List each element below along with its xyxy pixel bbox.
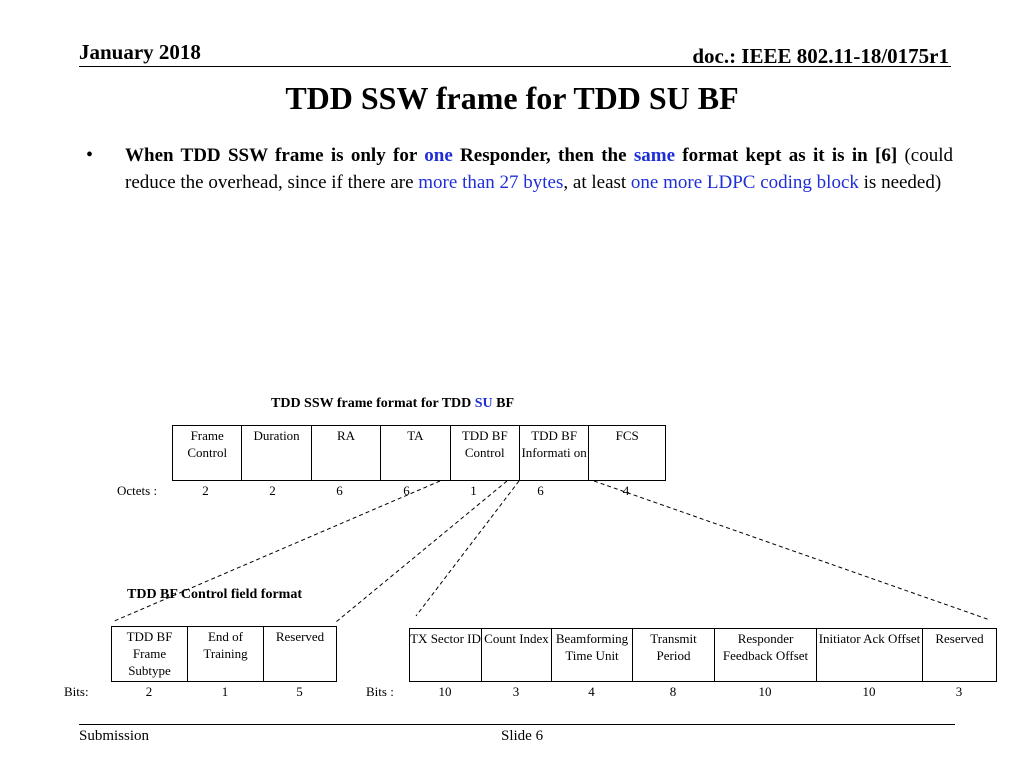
bullet-seg: (could reduce the overhead, since if the… xyxy=(125,145,954,193)
slide-title: TDD SSW frame for TDD SU BF xyxy=(285,80,739,116)
bullet-seg: Responder, then the xyxy=(452,145,634,166)
bullet-seg: , at least xyxy=(563,172,631,193)
bits-value: 10 xyxy=(438,684,452,699)
control-field-cell: Reserved xyxy=(263,626,337,682)
info-format-table: TX Sector ID Count Index Beamforming Tim… xyxy=(409,628,997,682)
header-date: January 2018 xyxy=(79,40,201,64)
info-field-cell: TX Sector ID xyxy=(409,628,482,682)
footer-submission: Submission xyxy=(79,728,150,744)
octets-label: Octets : xyxy=(117,483,158,498)
frame-field-cell: TA xyxy=(380,425,451,481)
bullet-seg-highlight: one more LDPC coding block xyxy=(630,172,859,193)
bits-value: 1 xyxy=(221,684,229,699)
connector-line xyxy=(335,480,508,623)
control-format-caption: TDD BF Control field format xyxy=(127,587,302,602)
connector-line xyxy=(593,480,991,621)
frame-field-cell: Duration xyxy=(241,425,312,481)
octets-value: 2 xyxy=(269,483,276,498)
octets-value: 6 xyxy=(336,483,343,498)
connector-line xyxy=(111,480,441,623)
frame-field-cell: Frame Control xyxy=(171,425,243,481)
info-field-cell: Beamforming Time Unit xyxy=(551,628,633,682)
bits-value: 3 xyxy=(955,684,963,699)
octets-value: 6 xyxy=(537,483,544,498)
bits-label: Bits: xyxy=(64,684,89,699)
caption-part: BF xyxy=(492,396,515,411)
frame-field-cell: TDD BF Control xyxy=(449,425,520,481)
bullet-marker: • xyxy=(86,144,94,166)
header-rule xyxy=(79,66,951,67)
caption-part-highlight: SU xyxy=(474,396,493,411)
info-field-cell: Transmit Period xyxy=(632,628,715,682)
control-field-cell: TDD BF Frame Subtype xyxy=(111,626,188,682)
octets-value: 4 xyxy=(622,483,630,498)
bits-value: 2 xyxy=(145,684,153,699)
frame-format-caption: TDD SSW frame format for TDD SU BF xyxy=(271,396,514,412)
bullet-seg: When TDD SSW frame is only for xyxy=(125,145,425,166)
bullet-seg-highlight: more than 27 bytes xyxy=(418,172,564,193)
control-format-table: TDD BF Frame Subtype End of Training Res… xyxy=(111,626,337,682)
bits-value: 5 xyxy=(296,684,303,699)
connector-line xyxy=(415,480,520,617)
info-field-cell: Initiator Ack Offset xyxy=(816,628,923,682)
bits-label: Bits : xyxy=(366,684,394,699)
octets-value: 2 xyxy=(202,483,209,498)
bits-value: 10 xyxy=(758,684,772,699)
bits-value: 8 xyxy=(669,684,677,699)
octets-value: 1 xyxy=(470,483,477,498)
info-field-cell: Reserved xyxy=(922,628,997,682)
bullet-seg-highlight: same xyxy=(633,145,675,166)
footer-rule xyxy=(79,724,955,725)
bits-value: 10 xyxy=(862,684,876,699)
info-field-cell: Responder Feedback Offset xyxy=(714,628,817,682)
footer-slide-number: Slide 6 xyxy=(501,728,544,744)
bullet-seg: is needed) xyxy=(858,172,942,193)
octets-value: 6 xyxy=(403,483,410,498)
caption-part: TDD SSW frame format for TDD xyxy=(271,396,475,411)
control-field-cell: End of Training xyxy=(187,626,264,682)
frame-field-cell: TDD BF Informati on xyxy=(518,425,590,481)
info-field-cell: Count Index xyxy=(481,628,552,682)
header-doc-id: doc.: IEEE 802.11-18/0175r1 xyxy=(692,44,949,68)
bits-value: 3 xyxy=(512,684,520,699)
bullet-seg-highlight: one xyxy=(424,145,453,166)
frame-format-table: Frame Control Duration RA TA TDD BF Cont… xyxy=(171,425,666,481)
bullet-text: When TDD SSW frame is only for one Respo… xyxy=(125,142,953,196)
bullet-seg: format kept as it is in [6] xyxy=(675,145,898,166)
frame-field-cell: FCS xyxy=(588,425,666,481)
frame-field-cell: RA xyxy=(310,425,382,481)
bits-value: 4 xyxy=(588,684,595,699)
